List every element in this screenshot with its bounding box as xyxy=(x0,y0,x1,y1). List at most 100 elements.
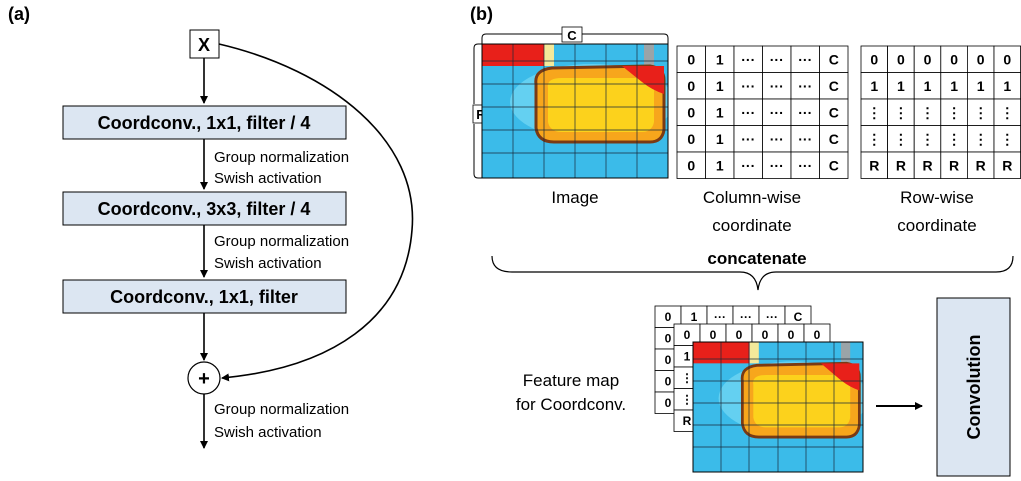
row-grid-value: 1 xyxy=(870,78,878,94)
row-grid-value: ⋮ xyxy=(867,104,881,120)
row-grid-cell xyxy=(993,125,1021,153)
row-grid-cell xyxy=(913,151,942,179)
coordconv-block-1-label: Coordconv., 1x1, filter / 4 xyxy=(98,113,311,133)
feature-caption-line1: Feature map xyxy=(523,371,619,390)
r-bracket xyxy=(473,43,482,179)
stacked-image-border xyxy=(692,341,864,473)
row-grid-value: 1 xyxy=(924,78,932,94)
stacked-column-value: 0 xyxy=(665,332,672,346)
column-grid-cell xyxy=(819,45,849,73)
stacked-column-value: 0 xyxy=(665,310,672,324)
add-symbol: + xyxy=(198,368,210,390)
stacked-row-value: 0 xyxy=(736,328,743,342)
stacked-column-value: 1 xyxy=(691,310,698,324)
row-grid-value: ⋮ xyxy=(921,131,935,147)
coordconv-block-2-label: Coordconv., 3x3, filter / 4 xyxy=(98,199,311,219)
column-grid-value: 0 xyxy=(687,131,695,147)
row-grid-value: R xyxy=(869,157,879,173)
column-grid-value: ··· xyxy=(770,157,784,173)
panel-b-label: (b) xyxy=(470,4,493,24)
coordconv-block-1 xyxy=(62,105,347,140)
column-grid-value: ··· xyxy=(741,51,755,67)
column-grid-value: C xyxy=(829,131,839,147)
row-grid-value: R xyxy=(922,157,932,173)
column-grid-value: 1 xyxy=(716,78,724,94)
stacked-row-value: 0 xyxy=(814,328,821,342)
column-grid-cell xyxy=(790,125,820,153)
stacked-row-value: 0 xyxy=(788,328,795,342)
column-grid-value: 1 xyxy=(716,131,724,147)
norm-label-3: Group normalization xyxy=(214,401,349,418)
c-tag xyxy=(561,26,583,43)
column-grid-cell xyxy=(819,98,849,126)
stacked-row-value: 0 xyxy=(762,328,769,342)
row-grid-value: 1 xyxy=(977,78,985,94)
panel-a-label: (a) xyxy=(8,4,30,24)
column-grid-value: ··· xyxy=(798,157,812,173)
stacked-image-heatmap xyxy=(693,342,863,472)
row-grid-value: 0 xyxy=(977,51,985,67)
row-grid-cell xyxy=(887,98,915,126)
image-grid xyxy=(482,44,668,178)
column-grid-cell xyxy=(819,151,849,179)
column-grid-cell xyxy=(705,45,735,73)
column-grid-value: C xyxy=(829,157,839,173)
column-grid-value: C xyxy=(829,104,839,120)
row-grid-value: 1 xyxy=(897,78,905,94)
column-grid-cell xyxy=(762,45,792,73)
norm-label-1: Group normalization xyxy=(214,149,349,166)
column-grid-value: ··· xyxy=(798,51,812,67)
column-grid-value: ··· xyxy=(770,78,784,94)
column-grid-cell xyxy=(733,125,763,153)
input-x-label: X xyxy=(198,35,210,55)
column-grid-value: 0 xyxy=(687,104,695,120)
stacked-row-value: 0 xyxy=(710,328,717,342)
column-grid-cell xyxy=(676,98,706,126)
column-grid-cell xyxy=(733,98,763,126)
convolution-box xyxy=(936,297,1011,477)
row-grid-value: ⋮ xyxy=(974,104,988,120)
row-grid-value: 0 xyxy=(924,51,932,67)
row-grid-value: 0 xyxy=(1003,51,1011,67)
norm-label-2: Group normalization xyxy=(214,233,349,250)
column-grid-value: ··· xyxy=(798,131,812,147)
row-grid-value: R xyxy=(896,157,906,173)
row-grid-cell xyxy=(887,72,915,100)
act-label-1: Swish activation xyxy=(214,170,322,187)
concatenate-label: concatenate xyxy=(707,249,806,268)
stacked-row-value: R xyxy=(683,414,692,428)
column-grid-value: ··· xyxy=(741,104,755,120)
row-grid-value: 0 xyxy=(870,51,878,67)
row-grid-value: ⋮ xyxy=(1000,131,1014,147)
row-grid-cell xyxy=(993,151,1021,179)
column-grid-cell xyxy=(762,98,792,126)
row-grid-value: ⋮ xyxy=(947,131,961,147)
row-grid-value: ⋮ xyxy=(1000,104,1014,120)
coordconv-block-3-label: Coordconv., 1x1, filter xyxy=(110,287,298,307)
stacked-column-value: 0 xyxy=(665,375,672,389)
row-grid-cell xyxy=(860,125,889,153)
column-grid-value: ··· xyxy=(798,78,812,94)
column-grid-cell xyxy=(676,72,706,100)
stacked-row-value: ⋮ xyxy=(681,371,693,385)
stacked-column-value: ··· xyxy=(740,310,752,324)
column-grid-value: ··· xyxy=(741,157,755,173)
convolution-label: Convolution xyxy=(964,335,984,440)
row-grid-cell xyxy=(967,98,995,126)
column-grid-value: 0 xyxy=(687,78,695,94)
stacked-row-value: ⋮ xyxy=(681,393,693,407)
row-grid-value: 1 xyxy=(1003,78,1011,94)
row-grid-cell xyxy=(967,72,995,100)
column-grid-value: 1 xyxy=(716,51,724,67)
row-grid-value: ⋮ xyxy=(894,131,908,147)
column-grid-value: 0 xyxy=(687,157,695,173)
column-caption-line2: coordinate xyxy=(712,216,791,235)
concatenate-brace xyxy=(491,255,1014,291)
row-grid-value: 0 xyxy=(950,51,958,67)
row-grid-cell xyxy=(860,72,889,100)
row-grid-value: ⋮ xyxy=(974,131,988,147)
row-grid-cell xyxy=(913,125,942,153)
row-grid-value: ⋮ xyxy=(867,131,881,147)
